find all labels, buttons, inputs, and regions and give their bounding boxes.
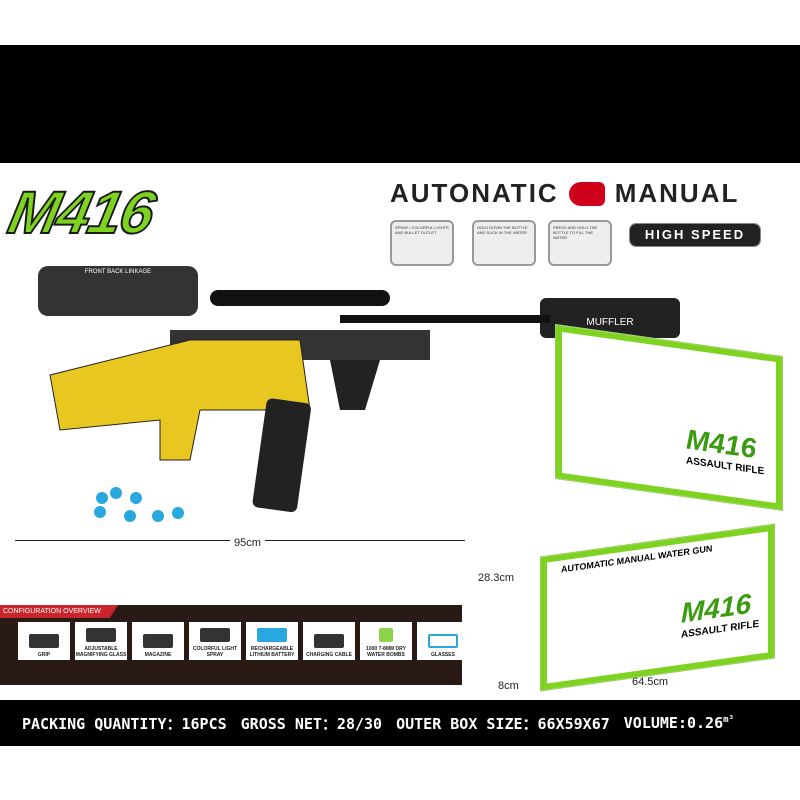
- packing-quantity: PACKING QUANTITY：16PCS: [22, 714, 227, 733]
- water-beads: [94, 487, 184, 522]
- volume: VOLUME:0.26m³: [624, 714, 734, 732]
- rifle-body: [49, 339, 311, 461]
- box-depth-label: 8cm: [498, 680, 519, 692]
- config-item-label: GRIP: [37, 652, 51, 658]
- config-item-label: ADJUSTABLE MAGNIFYING GLASS: [75, 646, 127, 658]
- configuration-title: CONFIGURATION OVERVIEW: [0, 605, 118, 618]
- battery-icon: [257, 628, 287, 642]
- box-front-label: AUTOMATIC MANUAL WATER GUN: [561, 543, 713, 575]
- magazine-icon: [143, 634, 173, 648]
- box-width-label: 64.5cm: [632, 676, 669, 688]
- scope: [210, 290, 390, 306]
- volume-value: VOLUME:0.26: [623, 714, 724, 732]
- cable-icon: [314, 634, 344, 648]
- box-image-back: M416 ASSAULT RIFLE: [555, 323, 783, 512]
- config-item: CHARGING CABLE: [303, 622, 355, 660]
- feature-thumb-spray: SPRAY / COLORFUL LIGHTS AND BULLET OUTLE…: [390, 220, 454, 266]
- glasses-icon: [428, 634, 458, 648]
- config-item: GRIP: [18, 622, 70, 660]
- length-label: 95cm: [230, 537, 265, 549]
- packing-info-footer: PACKING QUANTITY：16PCS GROSS NET：28/30 O…: [0, 700, 800, 746]
- rifle-image: MUFFLER: [49, 290, 680, 522]
- grip-icon: [29, 634, 59, 648]
- config-item-label: 1000 7-8MM DRY WATER BOMBS: [366, 646, 406, 658]
- volume-unit: m³: [723, 715, 734, 725]
- scope-icon: [86, 628, 116, 642]
- mode-switch-banner: AUTONATIC MANUAL: [390, 178, 739, 209]
- config-item: GLASSES: [417, 622, 469, 660]
- box-height-label: 28.3cm: [478, 572, 515, 584]
- product-logo: M416: [2, 178, 160, 247]
- config-item: ADJUSTABLE MAGNIFYING GLASS: [75, 622, 127, 660]
- mode-manual-label: MANUAL: [614, 178, 740, 208]
- muffler-label: MUFFLER: [586, 317, 633, 328]
- box-image-front: AUTOMATIC MANUAL WATER GUN M416 ASSAULT …: [540, 523, 775, 692]
- config-item: COLORFUL LIGHT SPRAY: [189, 622, 241, 660]
- magazine: [252, 398, 311, 513]
- toggle-switch-icon: [568, 181, 605, 206]
- config-item-label: GLASSES: [431, 652, 455, 658]
- top-black-band: [0, 45, 800, 163]
- config-item: MAGAZINE: [132, 622, 184, 660]
- config-item: 1000 7-8MM DRY WATER BOMBS: [360, 622, 412, 660]
- config-item-label: RECHARGEABLE LITHIUM BATTERY: [249, 646, 295, 658]
- configuration-items: GRIP ADJUSTABLE MAGNIFYING GLASS MAGAZIN…: [18, 622, 469, 660]
- config-item: RECHARGEABLE LITHIUM BATTERY: [246, 622, 298, 660]
- linkage-inset: FRONT BACK LINKAGE: [38, 266, 198, 316]
- config-item-label: COLORFUL LIGHT SPRAY: [192, 646, 238, 658]
- light-spray-icon: [200, 628, 230, 642]
- config-item-label: MAGAZINE: [144, 652, 172, 658]
- feature-thumb-fill: PRESS AND HOLD THE BOTTLE TO FILL THE WA…: [548, 220, 612, 266]
- high-speed-badge: HIGH SPEED: [629, 223, 761, 247]
- water-bombs-icon: [379, 628, 393, 642]
- config-item-label: CHARGING CABLE: [306, 652, 352, 658]
- foregrip: [330, 360, 380, 410]
- linkage-label: FRONT BACK LINKAGE: [84, 269, 152, 275]
- mode-auto-label: AUTONATIC: [390, 178, 559, 208]
- feature-thumb-suck: HOLD DOWN THE BOTTLE AND SUCK IN THE WAT…: [472, 220, 536, 266]
- outer-box-size: OUTER BOX SIZE：66X59X67: [396, 714, 610, 733]
- gross-net: GROSS NET：28/30: [240, 714, 383, 733]
- barrel: [340, 315, 550, 323]
